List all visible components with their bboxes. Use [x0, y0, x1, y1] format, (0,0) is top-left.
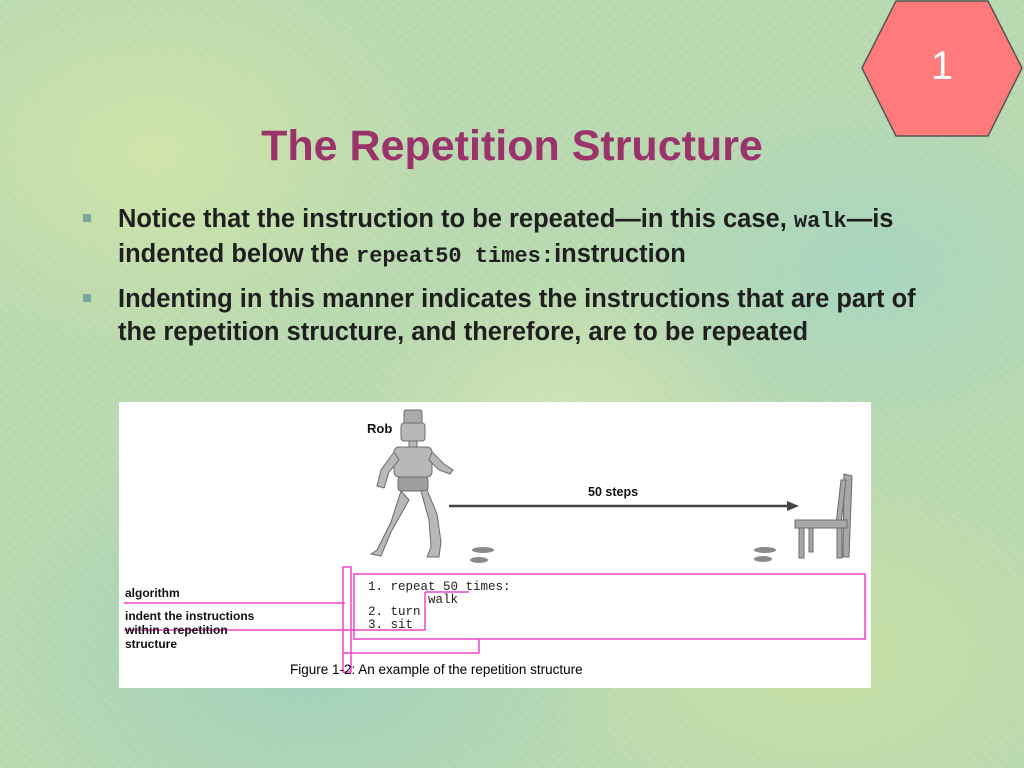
indent-instructions-label: indent the instructions within a repetit… [125, 609, 254, 651]
bullet-1-code-walk: walk [793, 209, 847, 234]
indent-label-line-2: within a repetition [125, 623, 228, 637]
robot-illustration [369, 409, 454, 558]
footprint-icons [470, 547, 776, 563]
figure-illustration [124, 409, 866, 673]
distance-label: 50 steps [588, 485, 639, 499]
figure-caption: Figure 1-2: An example of the repetition… [290, 662, 583, 677]
distance-arrow [449, 501, 799, 511]
algorithm-line-2: 2. turn [368, 605, 421, 619]
bullet-1-text-part1: Notice that the instruction to be repeat… [118, 205, 794, 233]
algorithm-line-1: 1. repeat 50 times: [368, 580, 511, 594]
bullet-1-text-part3: instruction [554, 240, 686, 268]
bullet-item-1: Notice that the instruction to be repeat… [80, 203, 940, 273]
square-bullet-icon [83, 214, 91, 222]
bullet-item-2: Indenting in this manner indicates the i… [80, 283, 940, 349]
algorithm-line-walk: walk [428, 593, 459, 607]
bullet-list: Notice that the instruction to be repeat… [80, 203, 940, 359]
figure-repetition-structure: Rob 50 steps algorithm indent the instru… [119, 402, 871, 688]
bullet-1-code-repeat: repeat50 times: [356, 244, 555, 269]
bullet-2-text: Indenting in this manner indicates the i… [118, 285, 916, 346]
algorithm-label: algorithm [125, 586, 180, 600]
indent-label-line-3: structure [125, 637, 178, 651]
slide-title: The Repetition Structure [261, 122, 763, 170]
hexagon-shape [861, 0, 1023, 137]
indent-label-line-1: indent the instructions [125, 609, 255, 623]
square-bullet-icon [83, 294, 91, 302]
algorithm-box [124, 566, 866, 673]
bullet-1-text-part2: —is indented below the [118, 205, 894, 268]
chair-illustration [794, 473, 853, 559]
slide-number-badge: 1 [861, 0, 1023, 137]
algorithm-line-3: 3. sit [368, 618, 414, 632]
slide-number: 1 [930, 44, 954, 88]
robot-label: Rob [367, 421, 393, 436]
